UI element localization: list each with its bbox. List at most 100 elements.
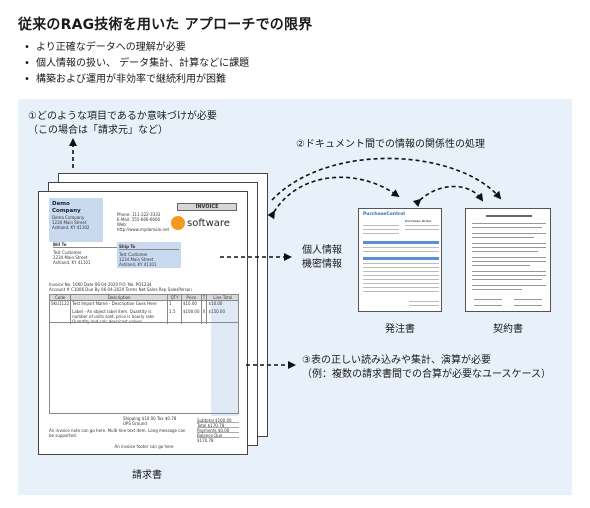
invoice-document: Demo Company Demo Company 1234 Main Stre… xyxy=(38,191,248,455)
caption-invoice: 請求書 xyxy=(132,470,162,481)
column-header: QTY xyxy=(167,294,182,301)
bill-to-header: Bill To xyxy=(53,242,117,248)
po-line xyxy=(363,267,439,268)
table-cell xyxy=(200,300,208,309)
invoice-totals: Subtotal $160.00 Total $170.78 Payments … xyxy=(197,418,239,443)
table-cell: 1.5 xyxy=(167,308,182,324)
table-cell: $10.00 xyxy=(180,300,202,309)
page-title: 従来のRAG技術を用いた アプローチでの限界 xyxy=(18,17,313,33)
contract-line xyxy=(472,271,546,272)
po-header: Purchase Order xyxy=(405,219,432,223)
bullet-item: より正確なデータへの理解が必要 xyxy=(24,40,249,56)
contract-signature-line xyxy=(474,305,502,306)
contract-line xyxy=(472,289,522,290)
invoice-table-body xyxy=(49,322,239,414)
table-cell: SKU1122 xyxy=(48,300,72,309)
contract-title-line xyxy=(486,215,532,217)
invoice-ship-to: Ship To Test Customer 1234 Main Street A… xyxy=(117,242,181,268)
ship-to-line: 1234 Main Street xyxy=(119,257,154,262)
contract-document xyxy=(465,208,551,312)
table-row: SKU1122 Test Import Name - Description G… xyxy=(48,300,239,309)
logo-text: software xyxy=(187,218,230,229)
po-line xyxy=(363,251,439,252)
contract-line xyxy=(472,233,546,234)
invoice-contact-line: Web: http://www.mydomain.net xyxy=(117,222,170,232)
totals-row: Total $170.78 xyxy=(197,423,239,428)
software-logo: software xyxy=(171,214,237,234)
po-line xyxy=(405,225,439,226)
contract-signature-line xyxy=(474,299,502,300)
note-table-line2: （例：複数の請求書間での合算が必要なユースケース） xyxy=(302,369,551,380)
po-line xyxy=(363,229,399,230)
invoice-meta: Invoice No. 1060 Date 06-04-2020 P.O. No… xyxy=(49,282,239,292)
ship-to-line: Ashland, KY 41101 xyxy=(119,262,157,267)
table-cell xyxy=(48,308,72,324)
invoice-bill-to: Bill To Test Customer 1234 Main Street A… xyxy=(53,242,117,268)
po-line xyxy=(409,301,439,302)
ship-to-line: Test Customer xyxy=(119,252,148,257)
totals-row: Subtotal $160.00 xyxy=(197,418,239,423)
column-header: T xyxy=(200,294,208,301)
contract-line xyxy=(472,227,542,228)
po-line xyxy=(363,263,439,264)
table-cell: 1 xyxy=(167,300,182,309)
contract-line xyxy=(472,261,546,262)
bullet-item: 個人情報の扱い、 データ集計、計算などに課題 xyxy=(24,56,249,72)
invoice-badge: INVOICE xyxy=(177,203,237,211)
po-line xyxy=(363,271,439,272)
column-header: Code xyxy=(48,294,72,301)
po-line xyxy=(363,233,399,234)
bill-to-line: 1234 Main Street xyxy=(53,255,88,260)
po-line xyxy=(363,247,439,248)
bill-to-line: Ashland, KY 41101 xyxy=(53,260,91,265)
invoice-company-block: Demo Company Demo Company 1234 Main Stre… xyxy=(49,198,103,242)
caption-contract: 契約書 xyxy=(493,324,523,335)
invoice-company-line: 1234 Main Street xyxy=(52,220,87,225)
note-semantic-line2: （この場合は「請求元」など） xyxy=(28,125,168,136)
table-header-row: Code Description QTY Price T Line Total xyxy=(48,294,239,301)
invoice-contact-line: E-Mail: 555-666-6666 xyxy=(117,217,161,222)
caption-purchase-order: 発注書 xyxy=(385,324,415,335)
po-header-bar xyxy=(363,257,439,260)
totals-row: Balance Due $170.78 xyxy=(197,433,239,443)
po-line xyxy=(363,275,439,276)
contract-line xyxy=(472,279,542,280)
purchase-order-document: PurchaseControl Purchase Order xyxy=(358,208,442,312)
po-line xyxy=(405,229,439,230)
table-cell: $150.00 xyxy=(206,308,239,324)
invoice-contact: Phone: 111-222-3333 E-Mail: 555-666-6666… xyxy=(117,212,177,232)
logo-mark-icon xyxy=(171,216,185,230)
invoice-company-line: Demo Company xyxy=(52,215,85,220)
invoice-items-table: Code Description QTY Price T Line Total … xyxy=(48,294,239,324)
note-table-line1: ③表の正しい読み込みや集計、演算が必要 xyxy=(302,355,491,366)
note-pii-line2: 機密情報 xyxy=(302,259,342,270)
contract-line xyxy=(472,243,546,244)
po-brand: PurchaseControl xyxy=(363,212,405,217)
po-line xyxy=(363,283,439,284)
table-cell: X xyxy=(200,308,208,324)
table-cell: $10.00 xyxy=(206,300,239,309)
po-line xyxy=(363,225,399,226)
table-row: Label - An object label item. Quantity i… xyxy=(48,308,239,324)
totals-row: Payments $0.00 xyxy=(197,428,239,433)
bullet-item: 構築および運用が非効率で継続利用が困難 xyxy=(24,72,249,88)
note-pii-line1: 個人情報 xyxy=(302,245,342,256)
contract-line xyxy=(472,275,546,276)
invoice-company-name: Demo Company xyxy=(52,201,81,214)
po-line xyxy=(409,305,439,306)
invoice-shipping: Shipping $10.00 Tax $0.78 xyxy=(123,416,177,421)
po-line xyxy=(363,279,439,280)
bill-to-line: Test Customer xyxy=(53,250,82,255)
contract-line xyxy=(472,237,534,238)
contract-line xyxy=(472,223,546,224)
ship-to-header: Ship To xyxy=(119,244,179,250)
table-cell: Label - An object label item. Quantity i… xyxy=(70,308,169,324)
po-header-bar xyxy=(363,241,439,244)
table-cell: Test Import Name - Description Goes Here xyxy=(70,300,169,309)
contract-signature-line xyxy=(514,299,542,300)
invoice-company-line: Ashland, KY 41102 xyxy=(52,225,90,230)
contract-line xyxy=(472,265,530,266)
column-header: Line Total xyxy=(206,294,239,301)
invoice-footer: An invoice footer can go here xyxy=(114,444,174,449)
note-semantic-line1: ①どのような項目であるか意味づけが必要 xyxy=(28,111,217,122)
